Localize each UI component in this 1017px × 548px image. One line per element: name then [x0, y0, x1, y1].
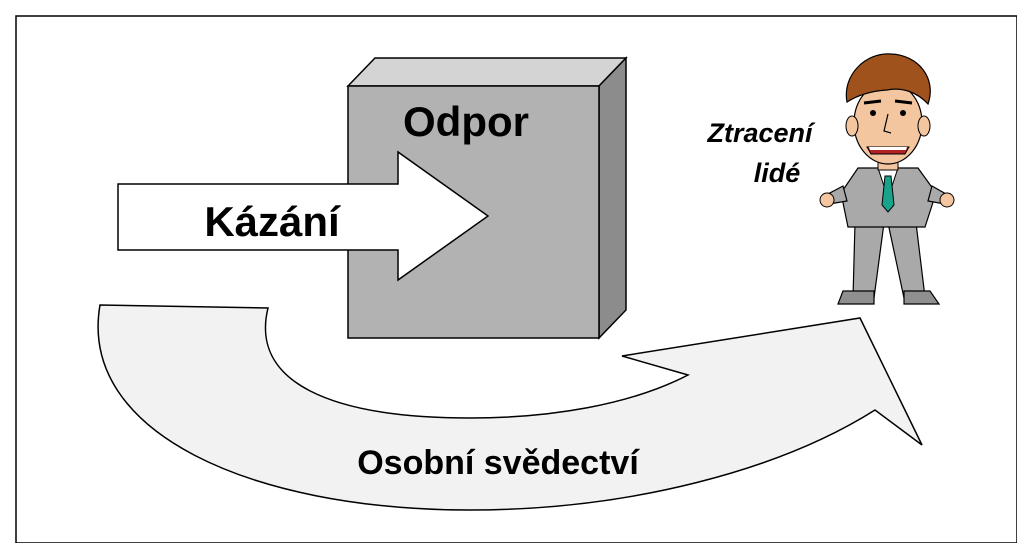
lost-people-label-line2: lidé	[754, 158, 801, 188]
preaching-arrow	[117, 150, 490, 282]
resistance-block-top	[346, 57, 628, 87]
lost-people-label-line1: Ztracení	[706, 118, 816, 148]
preaching-label: Kázání	[204, 198, 341, 245]
testimony-label: Osobní svědectví	[357, 444, 640, 482]
cartoon-person-icon	[819, 53, 955, 305]
resistance-label: Odpor	[403, 98, 529, 145]
testimony-curved-arrow	[97, 304, 923, 511]
resistance-block-side	[598, 56, 627, 340]
